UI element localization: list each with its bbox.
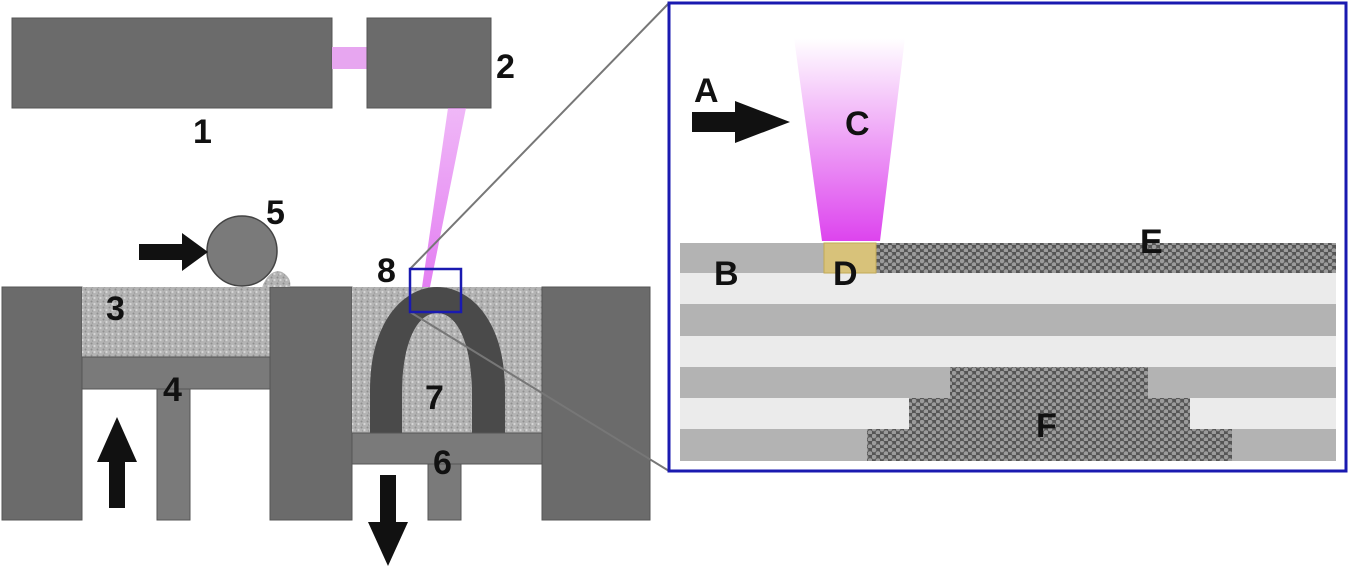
layer-4 <box>680 336 1336 367</box>
label-4: 4 <box>163 371 182 409</box>
solidified-region-step-1 <box>950 367 1148 398</box>
label-D: D <box>833 255 858 293</box>
build-down-arrow <box>368 475 408 566</box>
inset-border <box>667 1 1348 473</box>
build-piston-plate <box>351 432 543 465</box>
middle-wall <box>269 286 353 521</box>
zoom-line-bottom <box>409 311 670 472</box>
melt-pool <box>823 242 877 274</box>
label-C: C <box>845 105 870 143</box>
supply-up-arrow <box>97 417 137 508</box>
layer-2 <box>680 273 1336 304</box>
supply-left-wall <box>1 286 83 521</box>
solidified-region-step-3 <box>867 429 1232 461</box>
label-7: 7 <box>425 379 444 417</box>
label-3: 3 <box>106 290 125 328</box>
scanner-box <box>366 17 492 109</box>
powder-supply-bed <box>82 287 270 357</box>
supply-piston-rod <box>156 388 191 521</box>
inset-laser-beam <box>794 38 905 241</box>
label-B: B <box>714 255 739 293</box>
focus-box <box>408 267 463 314</box>
laser-source-box <box>11 17 333 109</box>
laser-beam-to-bed <box>422 108 466 287</box>
roller <box>206 215 278 287</box>
zoom-line-top <box>409 2 670 270</box>
layer-3 <box>680 304 1336 336</box>
build-piston-rod <box>427 463 462 521</box>
laser-connecting-beam <box>332 47 368 69</box>
supply-piston-plate <box>81 356 271 390</box>
label-1: 1 <box>193 113 212 151</box>
solidified-region-step-2 <box>909 398 1190 429</box>
roller-powder-pile <box>262 271 291 287</box>
label-6: 6 <box>433 444 452 482</box>
label-2: 2 <box>496 48 515 86</box>
label-E: E <box>1140 223 1163 261</box>
printed-part <box>370 287 505 433</box>
label-A: A <box>694 72 719 110</box>
roller-direction-arrow <box>139 233 208 271</box>
label-F: F <box>1036 407 1057 445</box>
scan-direction-arrow <box>692 101 790 143</box>
label-8: 8 <box>377 252 396 290</box>
solidified-top-layer <box>876 243 1336 273</box>
label-5: 5 <box>266 194 285 232</box>
inset-panel: A B C D E F <box>667 1 1348 473</box>
